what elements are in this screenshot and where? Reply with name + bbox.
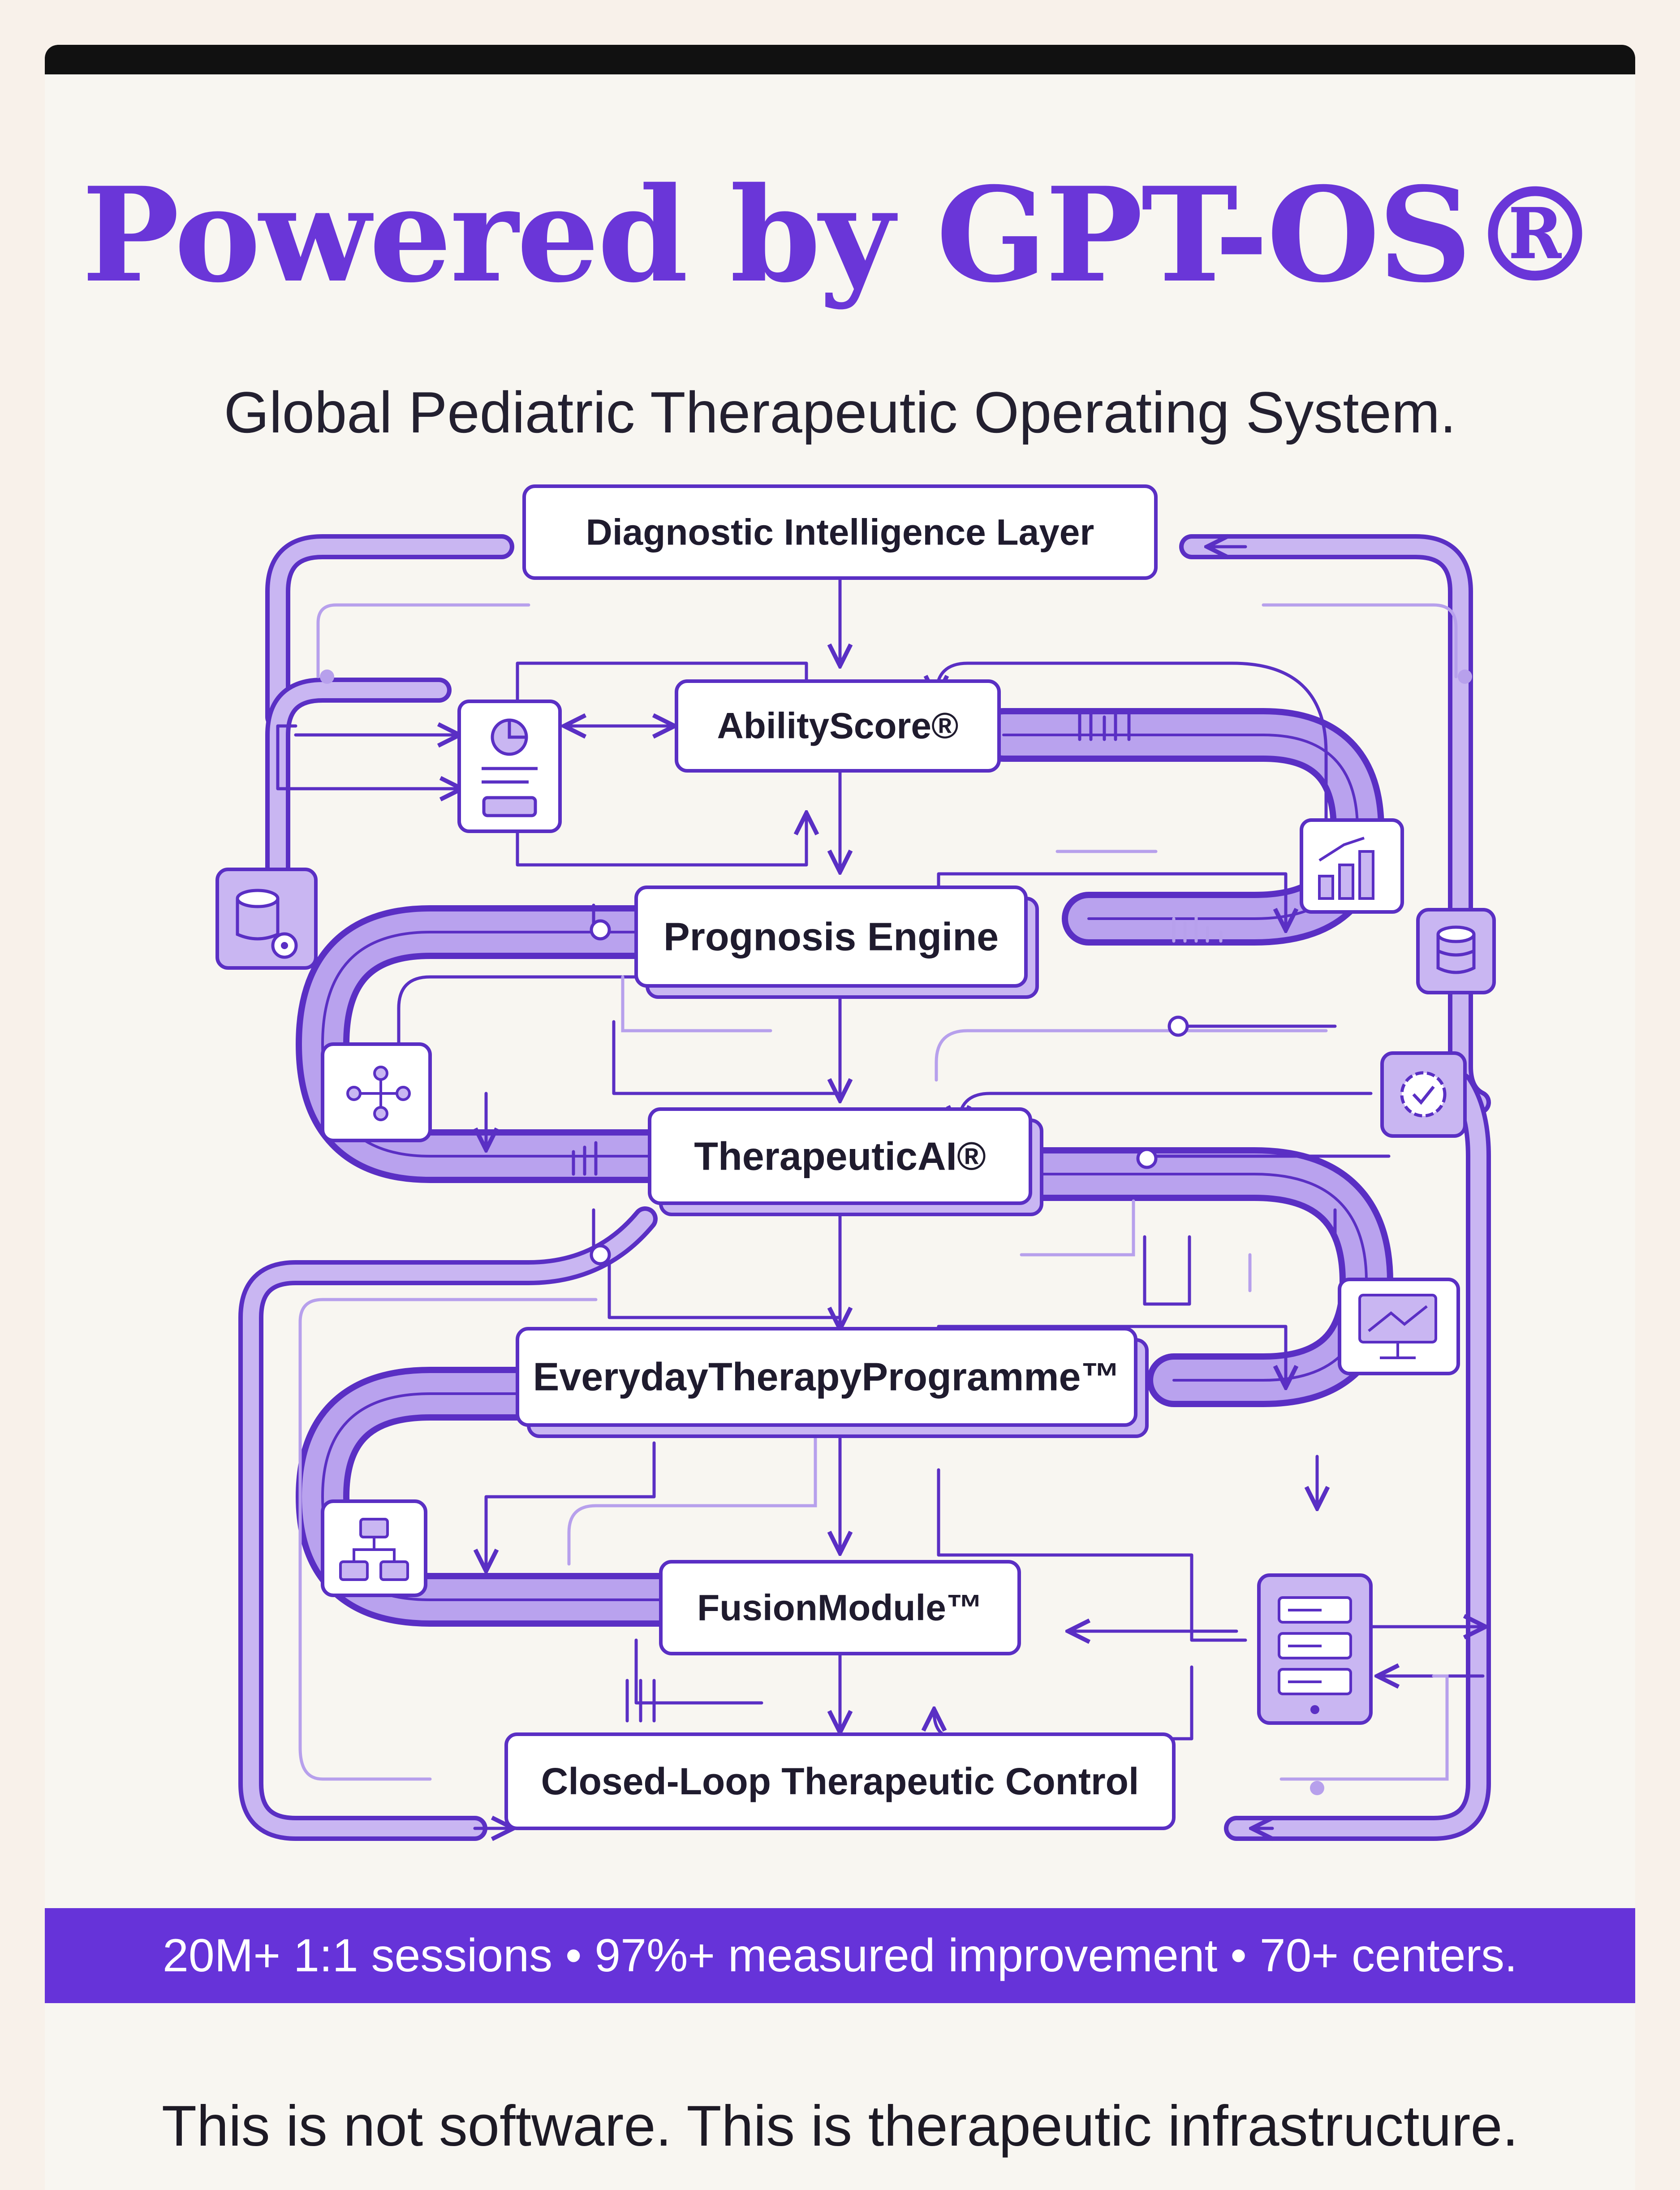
node-closed-loop-therapeutic-control: Closed-Loop Therapeutic Control [504,1732,1176,1830]
node-label-abilityscore: AbilityScore® [717,706,959,747]
node-label-closedloop: Closed-Loop Therapeutic Control [541,1760,1139,1802]
node-prognosis-engine: Prognosis Engine [634,886,1039,999]
hierarchy-icon [321,1499,427,1597]
database-icon [1416,908,1496,994]
top-bar [45,45,1635,74]
monitor-chart-icon [1338,1278,1460,1375]
node-label-prognosis: Prognosis Engine [663,915,999,959]
connector-dots [320,670,1472,1795]
gear-check-icon [1380,1051,1467,1138]
node-everyday-therapy-programme: EverydayTherapyProgramme™ [516,1327,1149,1438]
server-icon [1257,1573,1373,1725]
node-abilityscore: AbilityScore® [675,679,1001,773]
node-diagnostic-intelligence-layer: Diagnostic Intelligence Layer [522,484,1158,580]
architecture-diagram: Diagnostic Intelligence Layer AbilitySco… [215,484,1496,1882]
faint-tick-marks [1172,915,1223,943]
faint-connectors [298,603,1458,1781]
stats-banner: 20M+ 1:1 sessions • 97%+ measured improv… [45,1908,1635,2003]
report-document-icon [457,700,562,833]
tagline: This is not software. This is therapeuti… [161,2094,1519,2158]
neural-network-icon [321,1042,432,1142]
database-gear-icon [215,868,318,970]
node-fusionmodule: FusionModule™ [659,1560,1021,1655]
node-therapeuticai: TherapeuticAI® [648,1107,1043,1216]
pipe-connectors [238,534,1491,1841]
node-label-diagnostic: Diagnostic Intelligence Layer [586,512,1094,553]
node-label-fusion: FusionModule™ [697,1588,983,1628]
node-label-therapeuticai: TherapeuticAI® [694,1134,986,1179]
tick-marks [572,711,1131,1723]
page-title: Powered by GPT-OS® [82,159,1600,311]
bar-chart-growth-icon [1300,818,1404,914]
poster-card: Powered by GPT-OS® Global Pediatric Ther… [45,45,1635,2190]
stats-banner-text: 20M+ 1:1 sessions • 97%+ measured improv… [163,1929,1517,1982]
node-label-everyday: EverydayTherapyProgramme™ [533,1355,1120,1399]
page-subtitle: Global Pediatric Therapeutic Operating S… [224,380,1456,445]
